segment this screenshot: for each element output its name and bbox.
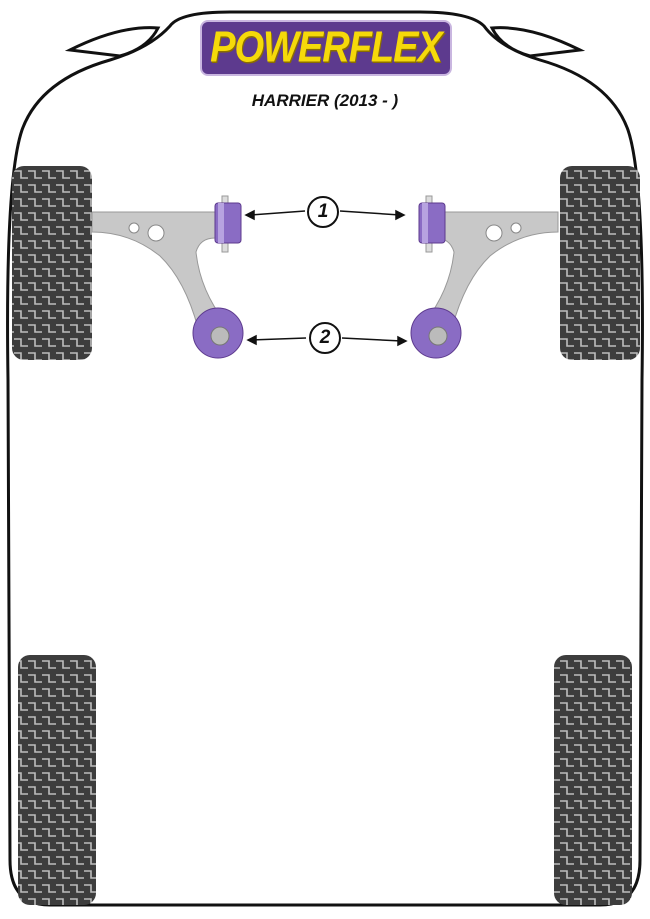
front-left-tyre (12, 166, 92, 360)
bush-1-left (214, 195, 242, 253)
rear-right-tyre (554, 655, 632, 905)
bush-1-right (418, 195, 446, 253)
logo-text: POWERFLEX (210, 23, 443, 72)
bush-2-left (192, 307, 244, 359)
powerflex-logo: POWERFLEX (200, 20, 452, 76)
right-mirror (489, 26, 586, 58)
left-mirror (64, 26, 161, 58)
rear-left-tyre (18, 655, 96, 905)
front-right-tyre (560, 166, 640, 360)
vehicle-title: HARRIER (2013 - ) (251, 91, 399, 110)
bush-2-right (410, 307, 462, 359)
callout-1: 1 (307, 196, 339, 228)
callout-2: 2 (309, 322, 341, 354)
car-body-outline (6, 10, 644, 907)
callout-arrows (244, 209, 408, 347)
